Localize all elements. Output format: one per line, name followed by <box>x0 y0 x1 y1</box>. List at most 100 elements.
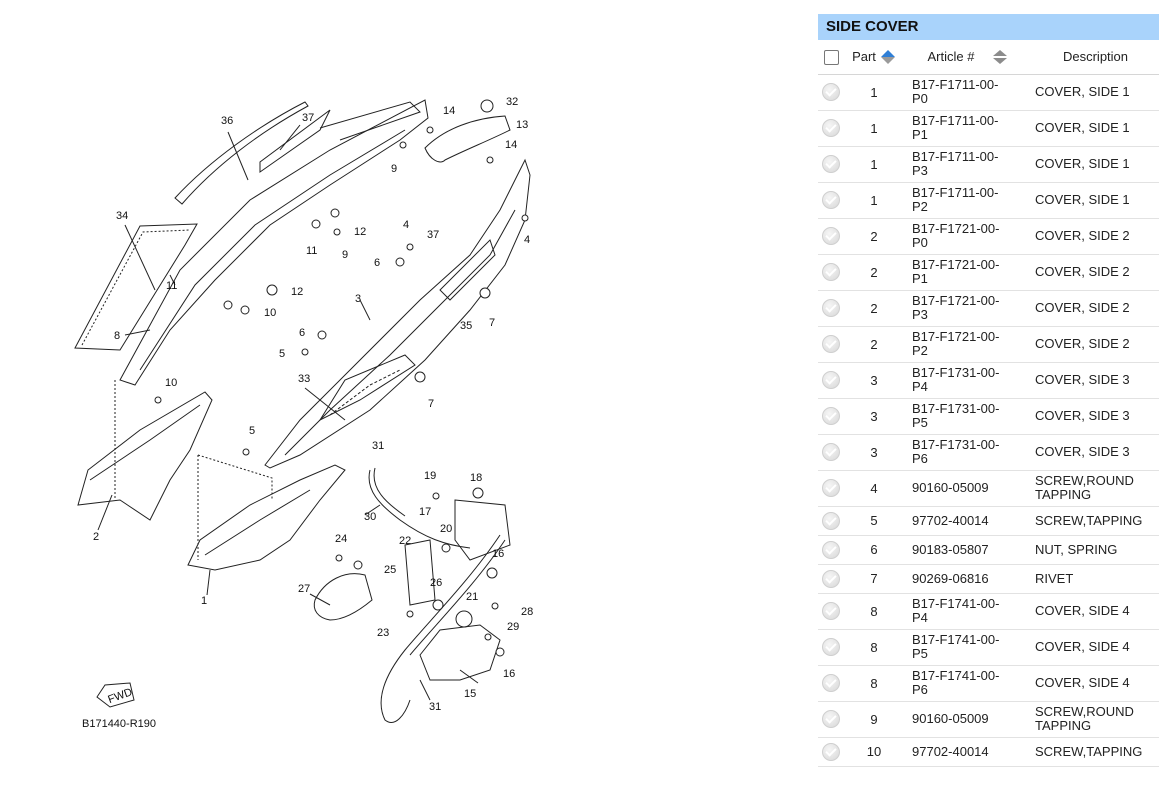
svg-text:12: 12 <box>354 226 366 238</box>
part-number-cell: 1 <box>870 84 878 100</box>
article-number-cell: B17-F1721-00-P0 <box>912 221 1000 250</box>
part-27-shape <box>313 573 373 621</box>
article-number-cell: 97702-40014 <box>912 743 989 759</box>
row-select-cell[interactable] <box>818 701 844 737</box>
check-circle-icon[interactable] <box>822 710 840 728</box>
check-circle-icon[interactable] <box>822 83 840 101</box>
check-circle-icon[interactable] <box>822 479 840 497</box>
article-number-cell: B17-F1731-00-P4 <box>912 365 1000 394</box>
article-number-cell: B17-F1711-00-P0 <box>912 77 999 106</box>
row-select-cell[interactable] <box>818 470 844 506</box>
check-circle-icon[interactable] <box>822 155 840 173</box>
svg-text:10: 10 <box>165 377 177 389</box>
check-circle-icon[interactable] <box>822 540 840 559</box>
article-number-cell: B17-F1731-00-P5 <box>912 401 1000 430</box>
check-circle-icon[interactable] <box>822 263 840 281</box>
part-33-shape <box>318 354 416 422</box>
row-select-cell[interactable] <box>818 434 844 470</box>
sort-asc-icon[interactable] <box>880 49 896 65</box>
check-circle-icon[interactable] <box>822 569 840 588</box>
check-circle-icon[interactable] <box>822 674 840 692</box>
article-number-cell: 90160-05009 <box>912 711 989 726</box>
sort-icon[interactable] <box>992 49 1008 65</box>
description-cell: COVER, SIDE 1 <box>1035 120 1130 135</box>
row-select-cell[interactable] <box>818 737 844 766</box>
article-number-cell: 97702-40014 <box>912 512 989 528</box>
header-article-label: Article # <box>927 49 975 65</box>
check-circle-icon[interactable] <box>822 511 840 530</box>
check-circle-icon[interactable] <box>822 191 840 209</box>
row-select-cell[interactable] <box>818 218 844 254</box>
svg-text:14: 14 <box>443 105 455 117</box>
check-circle-icon[interactable] <box>822 227 840 245</box>
svg-text:23: 23 <box>377 627 389 639</box>
svg-text:5: 5 <box>249 425 255 437</box>
diagram-code: B171440-R190 <box>82 718 156 730</box>
row-select-cell[interactable] <box>818 535 844 564</box>
row-select-cell[interactable] <box>818 290 844 326</box>
row-select-cell[interactable] <box>818 74 844 110</box>
check-circle-icon[interactable] <box>822 407 840 425</box>
part-number-cell: 1 <box>870 120 878 136</box>
row-select-cell[interactable] <box>818 665 844 701</box>
check-circle-icon[interactable] <box>822 371 840 389</box>
row-select-cell[interactable] <box>818 564 844 593</box>
check-circle-icon[interactable] <box>822 638 840 656</box>
description-cell: COVER, SIDE 2 <box>1035 300 1130 315</box>
header-article[interactable]: Article # <box>904 40 1032 75</box>
header-description[interactable]: Description <box>1032 40 1159 75</box>
part-15-shape <box>419 624 501 681</box>
check-circle-icon[interactable] <box>822 299 840 317</box>
svg-text:10: 10 <box>264 307 276 319</box>
description-cell: COVER, SIDE 4 <box>1035 639 1130 654</box>
select-all-checkbox[interactable] <box>823 49 839 65</box>
check-circle-icon[interactable] <box>822 602 840 620</box>
row-select-cell[interactable] <box>818 593 844 629</box>
row-select-cell[interactable] <box>818 362 844 398</box>
row-select-cell[interactable] <box>818 254 844 290</box>
row-select-cell[interactable] <box>818 146 844 182</box>
description-cell: RIVET <box>1035 570 1074 586</box>
header-part[interactable]: Part <box>844 40 904 75</box>
row-select-cell[interactable] <box>818 398 844 434</box>
part-3-shape <box>264 158 531 469</box>
part-number-cell: 2 <box>870 336 878 352</box>
row-select-cell[interactable] <box>818 326 844 362</box>
svg-text:4: 4 <box>524 234 530 246</box>
row-select-cell[interactable] <box>818 110 844 146</box>
svg-text:16: 16 <box>503 668 515 680</box>
svg-text:25: 25 <box>384 564 396 576</box>
check-circle-icon[interactable] <box>822 335 840 353</box>
row-select-cell[interactable] <box>818 629 844 665</box>
row-select-cell[interactable] <box>818 182 844 218</box>
svg-text:24: 24 <box>335 533 347 545</box>
check-circle-icon[interactable] <box>822 119 840 137</box>
check-circle-icon[interactable] <box>822 443 840 461</box>
row-select-cell[interactable] <box>818 506 844 535</box>
description-cell: COVER, SIDE 3 <box>1035 372 1130 387</box>
header-select-all[interactable] <box>818 40 844 75</box>
check-circle-icon[interactable] <box>822 742 840 761</box>
